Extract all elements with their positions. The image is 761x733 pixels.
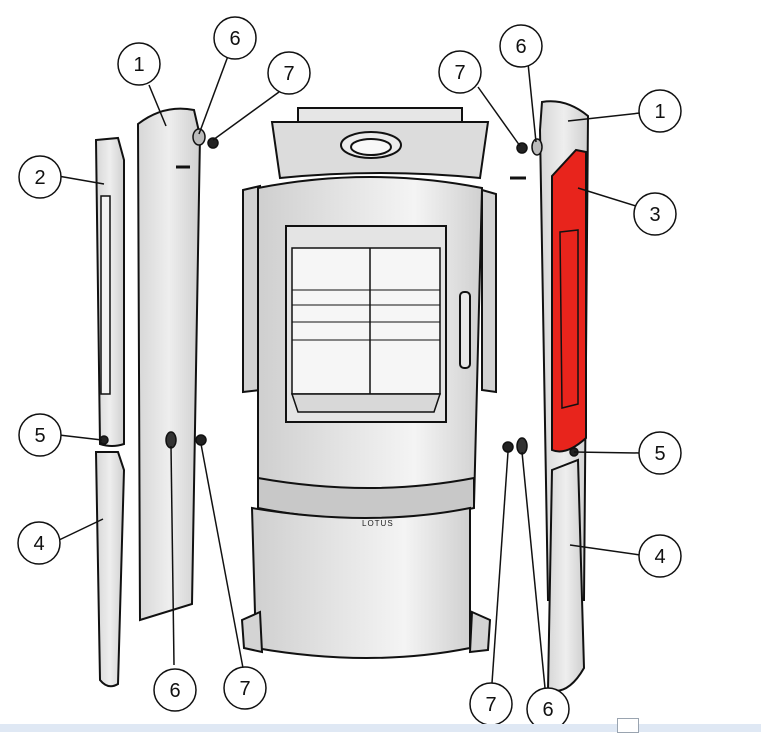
callout-label: 1 (133, 54, 144, 76)
bottom-indicator-box (617, 718, 639, 733)
stove-top-plate (297, 107, 463, 123)
callout-7-right-top (438, 50, 482, 94)
left-top-knob-6 (192, 128, 206, 146)
callout-label: 7 (283, 63, 294, 85)
door-handle (459, 291, 471, 369)
right-fasteners (502, 138, 579, 457)
grate (290, 393, 442, 413)
callout-label: 6 (515, 36, 526, 58)
right-bottom-knob-6 (516, 437, 528, 455)
callout-labels: 1 2 4 5 6 7 6 7 7 6 1 3 5 4 7 6 (33, 28, 665, 721)
foot-left (240, 610, 264, 654)
flue-inner (350, 138, 392, 156)
callout-7-left-top (267, 51, 311, 95)
window-bottom-strip (0, 724, 761, 732)
right-lower-side-panel (546, 458, 586, 692)
stove-base (250, 506, 471, 659)
callout-label: 3 (649, 204, 660, 226)
callout-6-left-top (213, 16, 257, 60)
left-top-bolt-7 (207, 137, 219, 149)
door-glass (291, 247, 441, 395)
callout-label: 4 (33, 533, 44, 555)
callout-label: 5 (34, 425, 45, 447)
left-fasteners (99, 128, 219, 449)
callout-label: 7 (239, 678, 250, 700)
right-bottom-bolt-7 (502, 441, 514, 453)
callout-label: 4 (654, 546, 665, 568)
callout-1-right (638, 89, 682, 133)
right-upper-side-panel-highlighted (551, 148, 587, 453)
foot-right (468, 610, 492, 654)
stove-body (240, 107, 497, 659)
callout-2-left (18, 155, 62, 199)
callout-label: 7 (485, 694, 496, 716)
callout-4-left (17, 521, 61, 565)
right-bracket (481, 188, 497, 394)
callout-label: 6 (542, 699, 553, 721)
callout-label: 1 (654, 101, 665, 123)
left-lower-side-panel (94, 451, 126, 688)
callout-label: 7 (454, 62, 465, 84)
callout-3-right (633, 192, 677, 236)
callout-5-left (18, 413, 62, 457)
left-rear-panel (136, 107, 202, 622)
callout-6-left-bottom (153, 668, 197, 712)
leader-lines (56, 55, 641, 689)
left-upper-side-panel (94, 136, 125, 447)
left-bottom-bolt-7 (195, 434, 207, 446)
callout-5-right (638, 431, 682, 475)
callout-4-right (638, 534, 682, 578)
right-top-knob-6 (531, 138, 543, 156)
callout-7-left-bottom (223, 666, 267, 710)
stove-brand-label: LOTUS (362, 519, 394, 528)
callout-label: 6 (229, 28, 240, 50)
callout-label: 6 (169, 680, 180, 702)
left-bottom-knob-6 (165, 431, 177, 449)
callout-label: 5 (654, 443, 665, 465)
callout-label: 2 (34, 167, 45, 189)
callout-6-right-top (499, 24, 543, 68)
callout-1-left (117, 42, 161, 86)
